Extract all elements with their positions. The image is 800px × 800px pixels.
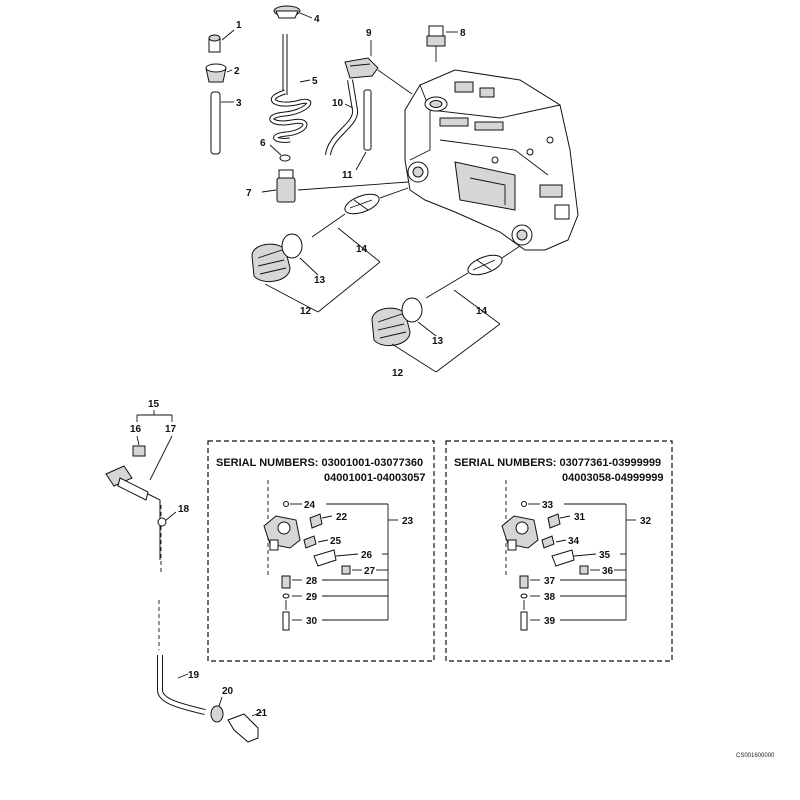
part-14-pickup-lower: [425, 245, 521, 299]
callout-17: 17: [165, 424, 177, 435]
callout-26: 26: [361, 550, 373, 561]
part-6-oring: [269, 144, 291, 162]
part-2-grommet: [205, 63, 233, 83]
callout-39: 39: [544, 616, 556, 627]
callout-37: 37: [544, 576, 556, 587]
callout-32: 32: [640, 516, 652, 527]
callout-16: 16: [130, 424, 142, 435]
callout-6: 6: [260, 138, 266, 149]
figure-code: CS001600000: [736, 753, 775, 759]
callout-13b: 13: [432, 336, 444, 347]
callout-10: 10: [332, 98, 344, 109]
callout-14b: 14: [476, 306, 488, 317]
callout-27: 27: [364, 566, 376, 577]
callout-7: 7: [246, 188, 252, 199]
part-12-cap-upper: [251, 233, 303, 283]
serial-box-left: SERIAL NUMBERS: 03001001-03077360 040010…: [207, 440, 435, 662]
callout-15: 15: [148, 399, 160, 410]
callout-8: 8: [460, 28, 466, 39]
callout-12b: 12: [392, 368, 404, 379]
leaders-lower-cap: [391, 289, 501, 373]
callout-14a: 14: [356, 244, 368, 255]
callout-1: 1: [236, 20, 242, 31]
callout-21: 21: [256, 708, 268, 719]
part-9-grommet: [344, 40, 413, 95]
serial-left-line2: 04001001-04003057: [324, 472, 426, 484]
callout-22: 22: [336, 512, 348, 523]
callout-31: 31: [574, 512, 586, 523]
callout-24: 24: [304, 500, 316, 511]
part-7-filter: [261, 169, 296, 203]
part-3-tube: [210, 91, 234, 155]
callout-36: 36: [602, 566, 614, 577]
part-5-coil-hose: [269, 34, 312, 143]
callout-28: 28: [306, 576, 318, 587]
callout-2: 2: [234, 66, 240, 77]
callout-30: 30: [306, 616, 318, 627]
callout-19: 19: [188, 670, 200, 681]
callout-38: 38: [544, 592, 556, 603]
serial-left-line1: SERIAL NUMBERS: 03001001-03077360: [216, 457, 423, 469]
callout-11: 11: [342, 170, 353, 181]
part-12-cap-lower: [371, 297, 423, 347]
part-1-plug: [208, 29, 235, 53]
oil-line-parts: [105, 410, 263, 743]
tank-housing: [404, 69, 579, 251]
part-8-valve: [426, 25, 458, 62]
callout-35: 35: [599, 550, 611, 561]
serial-right-line2: 04003058-04999999: [562, 472, 664, 484]
callout-33: 33: [542, 500, 554, 511]
part-11-hose: [355, 89, 372, 171]
callout-20: 20: [222, 686, 234, 697]
serial-right-line1: SERIAL NUMBERS: 03077361-03999999: [454, 457, 661, 469]
callout-9: 9: [366, 28, 372, 39]
callout-23: 23: [402, 516, 414, 527]
callout-3: 3: [236, 98, 242, 109]
callout-18: 18: [178, 504, 190, 515]
part-10-hose: [325, 79, 358, 156]
part-4-cap: [273, 5, 313, 19]
callout-34: 34: [568, 536, 580, 547]
serial-box-right: SERIAL NUMBERS: 03077361-03999999 040030…: [445, 440, 673, 662]
leaders-upper-cap: [264, 227, 381, 313]
callout-5: 5: [312, 76, 318, 87]
part-14-pickup-upper: [311, 187, 409, 238]
callout-25: 25: [330, 536, 342, 547]
callout-4: 4: [314, 14, 320, 25]
callout-13a: 13: [314, 275, 326, 286]
callout-29: 29: [306, 592, 318, 603]
callout-12a: 12: [300, 306, 312, 317]
